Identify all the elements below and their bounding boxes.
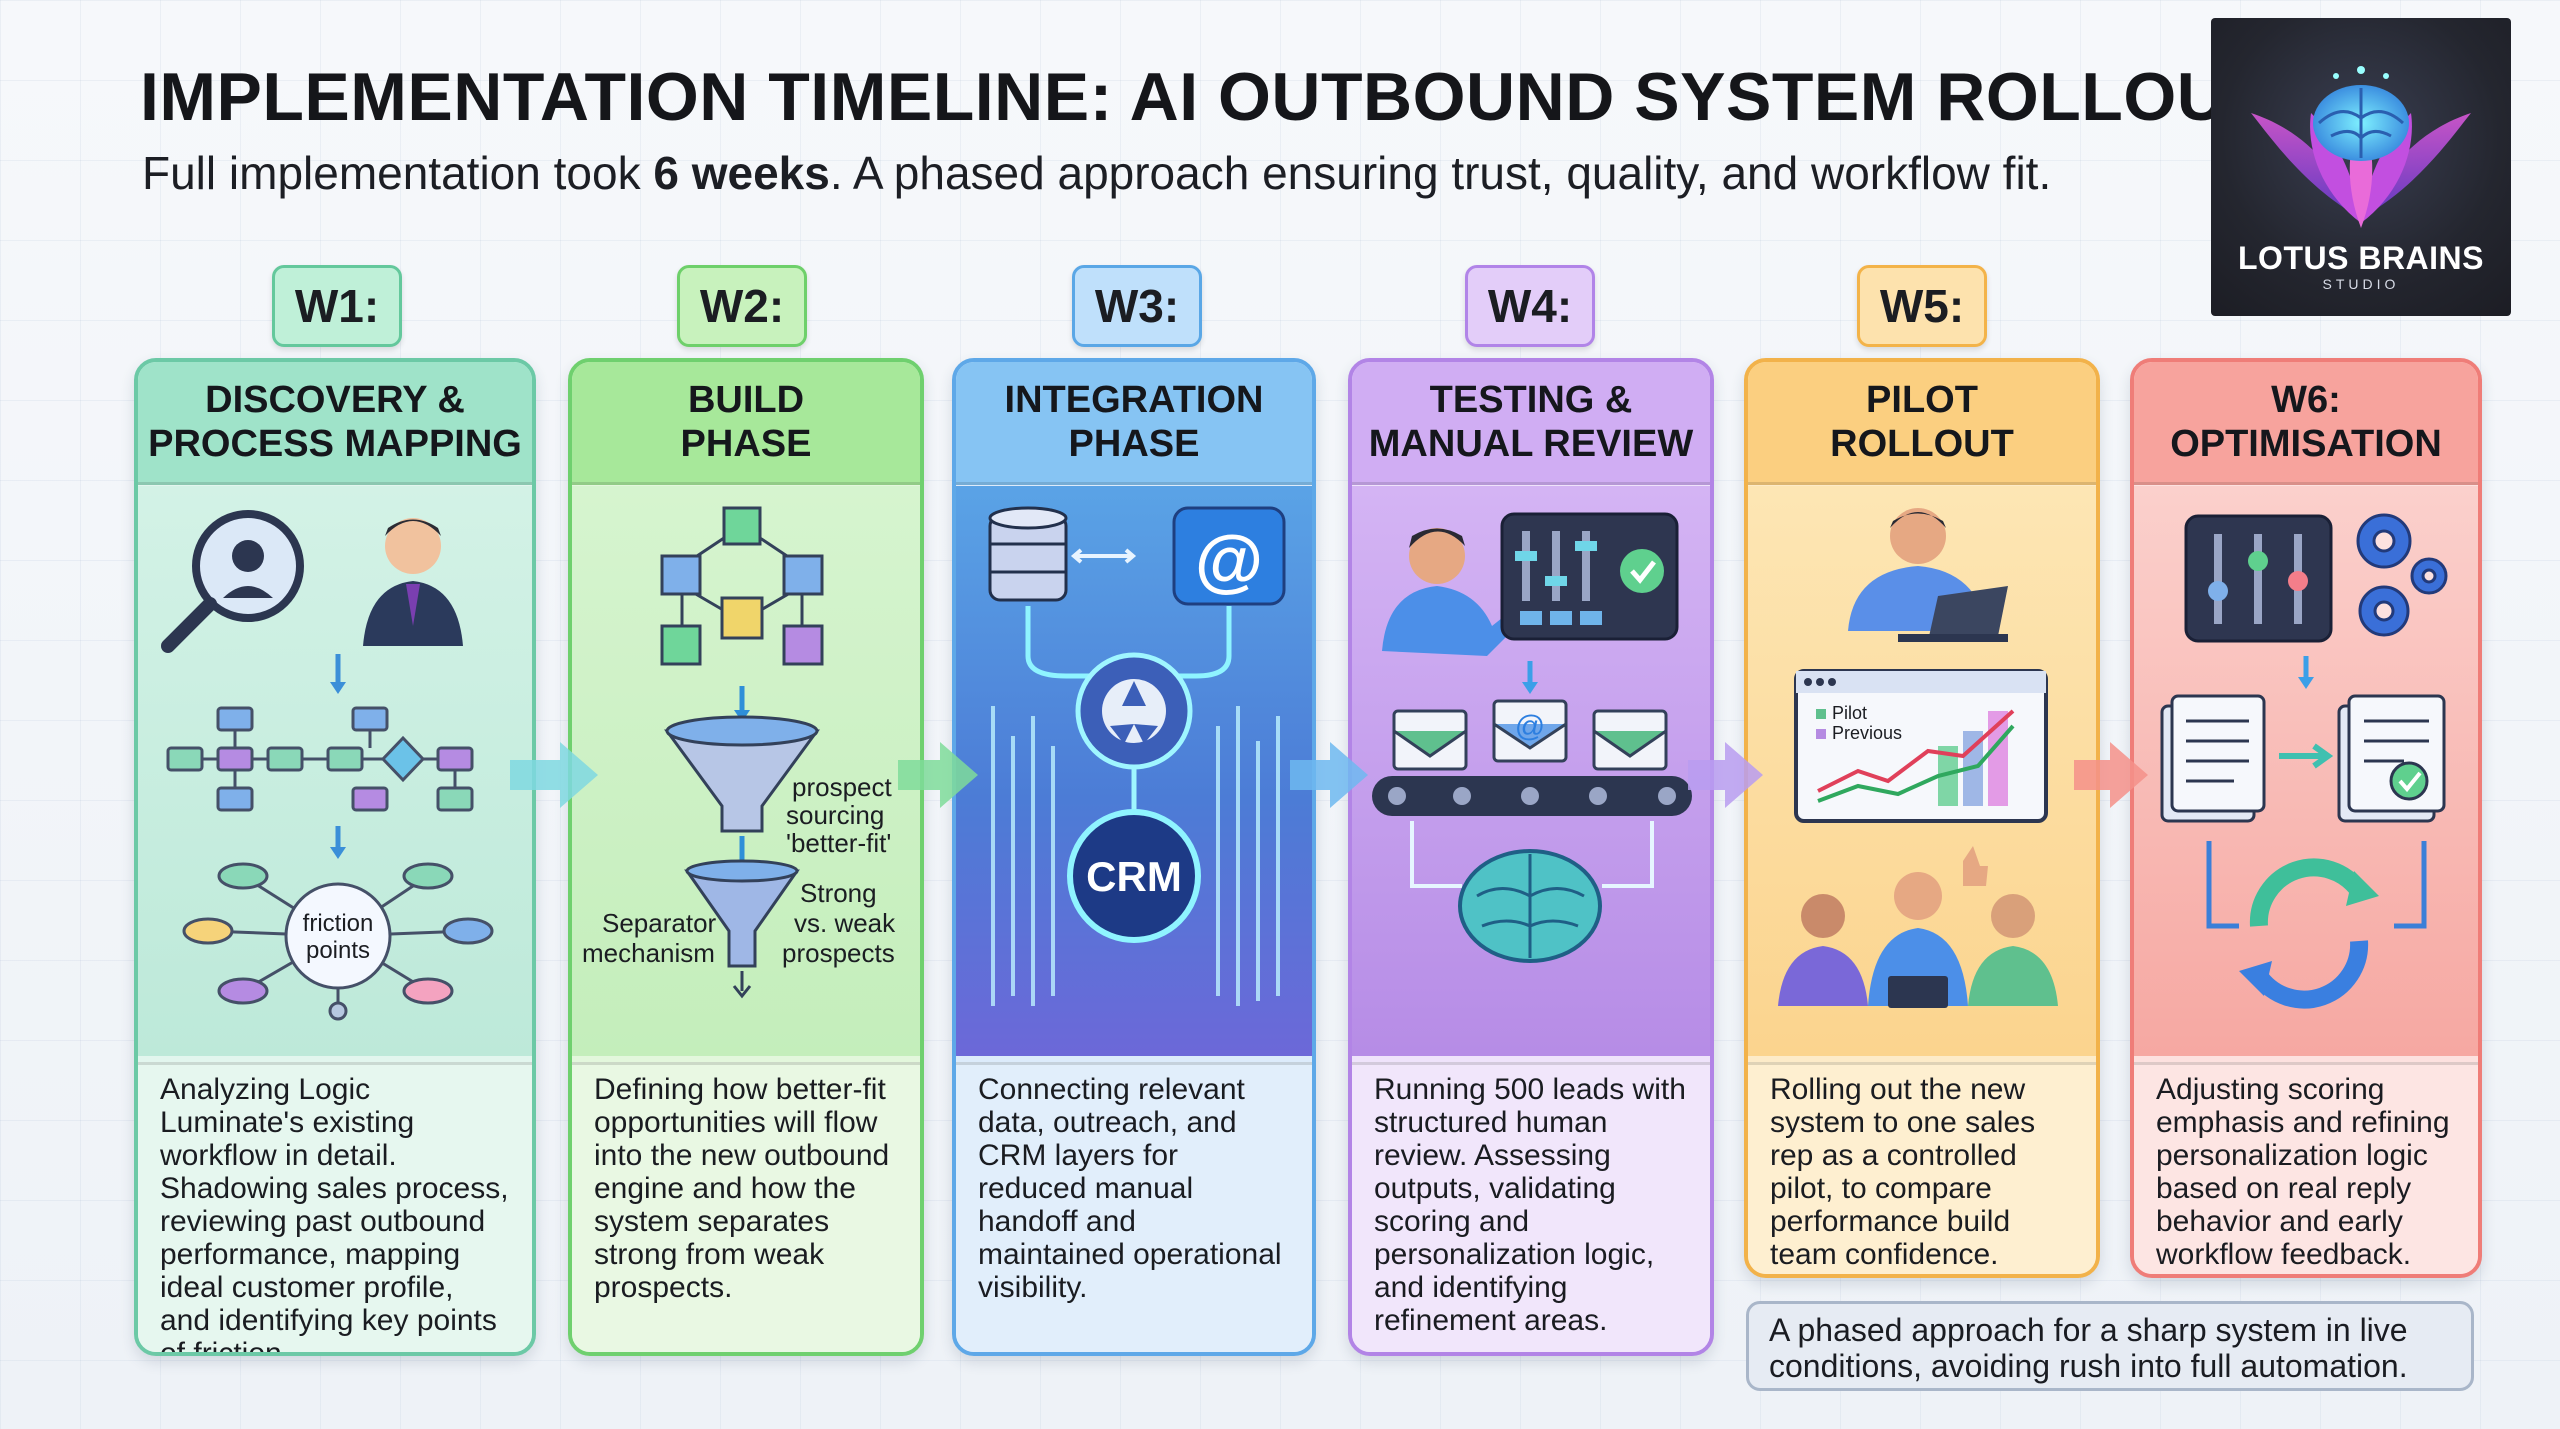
phase-card-optimisation: W6: OPTIMISATION bbox=[2130, 358, 2482, 1278]
arrow-w5-w6 bbox=[2074, 742, 2148, 808]
separator-funnel-icon bbox=[684, 859, 800, 968]
data-stream-lines bbox=[991, 706, 1280, 1006]
database-icon bbox=[988, 506, 1068, 602]
summary-note: A phased approach for a sharp system in … bbox=[1746, 1301, 2474, 1391]
phase-header: DISCOVERY & PROCESS MAPPING bbox=[138, 362, 532, 485]
phase-header: BUILD PHASE bbox=[572, 362, 920, 485]
document-before-icon bbox=[2160, 694, 2266, 823]
strong-label-3: prospects bbox=[782, 938, 895, 968]
funnel-label-1: prospect bbox=[792, 772, 892, 802]
phase-title-line2: OPTIMISATION bbox=[2170, 423, 2442, 465]
phase-title-line1: W6: bbox=[2271, 379, 2341, 421]
phase-title-line1: PILOT bbox=[1866, 379, 1978, 421]
svg-text:@: @ bbox=[1195, 521, 1263, 599]
svg-text:CRM: CRM bbox=[1086, 853, 1182, 900]
week-label-2: W2: bbox=[677, 265, 807, 347]
points-label: points bbox=[306, 937, 370, 964]
subtitle-suffix: . A phased approach ensuring trust, qual… bbox=[829, 147, 2052, 199]
arrow-w2-w3 bbox=[898, 742, 978, 808]
funnel-icon bbox=[664, 715, 820, 833]
friction-label: friction bbox=[303, 910, 374, 937]
consultant-icon bbox=[363, 518, 463, 646]
funnel-label-3: 'better-fit' bbox=[786, 828, 891, 858]
integration-illustration: @ CRM bbox=[956, 486, 1312, 1056]
legend-pilot: Pilot bbox=[1832, 703, 1867, 723]
svg-text:@: @ bbox=[1515, 710, 1545, 743]
reviewer-person-icon bbox=[1382, 528, 1527, 656]
phase-card-pilot: PILOT ROLLOUT Pilot Previous bbox=[1744, 358, 2100, 1278]
logo-subtext: STUDIO bbox=[2322, 276, 2400, 292]
pilot-illustration: Pilot Previous bbox=[1748, 486, 2096, 1056]
email-at-icon: @ bbox=[1172, 506, 1286, 606]
arrow-w3-w4 bbox=[1290, 742, 1368, 808]
phase-title-line2: PROCESS MAPPING bbox=[148, 423, 522, 465]
email-envelopes-icon: @ bbox=[1392, 699, 1668, 771]
legend-previous: Previous bbox=[1832, 723, 1902, 743]
phase-title-line1: DISCOVERY & bbox=[205, 379, 465, 421]
cubes-network-icon bbox=[660, 506, 824, 666]
phase-header: PILOT ROLLOUT bbox=[1748, 362, 2096, 485]
phase-title-line1: BUILD bbox=[687, 379, 805, 421]
sliders-panel-icon bbox=[2184, 514, 2333, 643]
phase-description: Defining how better-fit opportunities wi… bbox=[572, 1062, 920, 1352]
week-label-4: W4: bbox=[1465, 265, 1595, 347]
phase-description: Connecting relevant data, outreach, and … bbox=[956, 1062, 1312, 1352]
crm-icon: CRM bbox=[1067, 809, 1201, 943]
funnel-label-2: sourcing bbox=[786, 800, 884, 830]
phase-title-line1: TESTING & bbox=[1429, 379, 1633, 421]
discovery-illustration: friction points bbox=[138, 486, 532, 1056]
separator-label-1: Separator bbox=[602, 908, 717, 938]
testing-illustration: @ bbox=[1352, 486, 1710, 1056]
brain-icon bbox=[1458, 849, 1602, 963]
phase-header: TESTING & MANUAL REVIEW bbox=[1352, 362, 1710, 485]
separator-label-2: mechanism bbox=[582, 938, 715, 968]
laptop-user-icon bbox=[1848, 508, 2008, 642]
lotus-brains-logo: LOTUS BRAINS STUDIO bbox=[2211, 18, 2511, 316]
strong-label-1: Strong bbox=[800, 878, 877, 908]
arrow-w1-w2 bbox=[510, 742, 598, 808]
gears-icon bbox=[2356, 513, 2448, 637]
process-flowchart-icon bbox=[166, 706, 474, 812]
phase-title-line2: MANUAL REVIEW bbox=[1368, 423, 1694, 465]
arrow-w4-w5 bbox=[1688, 742, 1763, 808]
control-panel-icon bbox=[1500, 512, 1679, 641]
phase-card-integration: INTEGRATION PHASE @ bbox=[952, 358, 1316, 1356]
phase-description: Running 500 leads with structured human … bbox=[1352, 1062, 1710, 1352]
phase-header: INTEGRATION PHASE bbox=[956, 362, 1312, 485]
page-title: IMPLEMENTATION TIMELINE: AI OUTBOUND SYS… bbox=[140, 59, 2269, 135]
refresh-cycle-icon bbox=[2239, 858, 2379, 1009]
magnifier-icon bbox=[161, 510, 304, 653]
page-subtitle: Full implementation took 6 weeks. A phas… bbox=[142, 146, 2051, 200]
subtitle-bold: 6 weeks bbox=[653, 147, 830, 199]
week-label-3: W3: bbox=[1072, 265, 1202, 347]
phase-title-line2: ROLLOUT bbox=[1830, 423, 2014, 465]
logo-wordmark: LOTUS BRAINS bbox=[2238, 240, 2484, 276]
phase-title-line1: INTEGRATION bbox=[1004, 379, 1264, 421]
phase-title-line2: PHASE bbox=[680, 423, 812, 465]
phase-card-discovery: DISCOVERY & PROCESS MAPPING bbox=[134, 358, 536, 1356]
phase-description: Adjusting scoring emphasis and refining … bbox=[2134, 1062, 2478, 1274]
subtitle-prefix: Full implementation took bbox=[142, 147, 654, 199]
phase-description: Analyzing Logic Luminate's existing work… bbox=[138, 1062, 532, 1352]
phase-header: W6: OPTIMISATION bbox=[2134, 362, 2478, 485]
lotus-icon bbox=[2251, 66, 2471, 228]
integration-hub-icon bbox=[1075, 652, 1193, 770]
week-label-5: W5: bbox=[1857, 265, 1987, 347]
performance-chart-icon: Pilot Previous bbox=[1794, 669, 2048, 823]
document-after-icon bbox=[2337, 694, 2446, 823]
conveyor-belt-icon bbox=[1372, 776, 1692, 816]
strong-label-2: vs. weak bbox=[794, 908, 896, 938]
optimisation-illustration bbox=[2134, 486, 2478, 1056]
phase-description: Rolling out the new system to one sales … bbox=[1748, 1062, 2096, 1274]
phase-card-build: BUILD PHASE prospect sourcing 'be bbox=[568, 358, 924, 1356]
phase-title-line2: PHASE bbox=[1068, 423, 1200, 465]
phase-card-testing: TESTING & MANUAL REVIEW @ bbox=[1348, 358, 1714, 1356]
week-label-1: W1: bbox=[272, 265, 402, 347]
build-illustration: prospect sourcing 'better-fit' Separator… bbox=[572, 486, 920, 1056]
friction-points-mindmap bbox=[182, 862, 494, 1021]
team-people-icon bbox=[1778, 846, 2058, 1008]
